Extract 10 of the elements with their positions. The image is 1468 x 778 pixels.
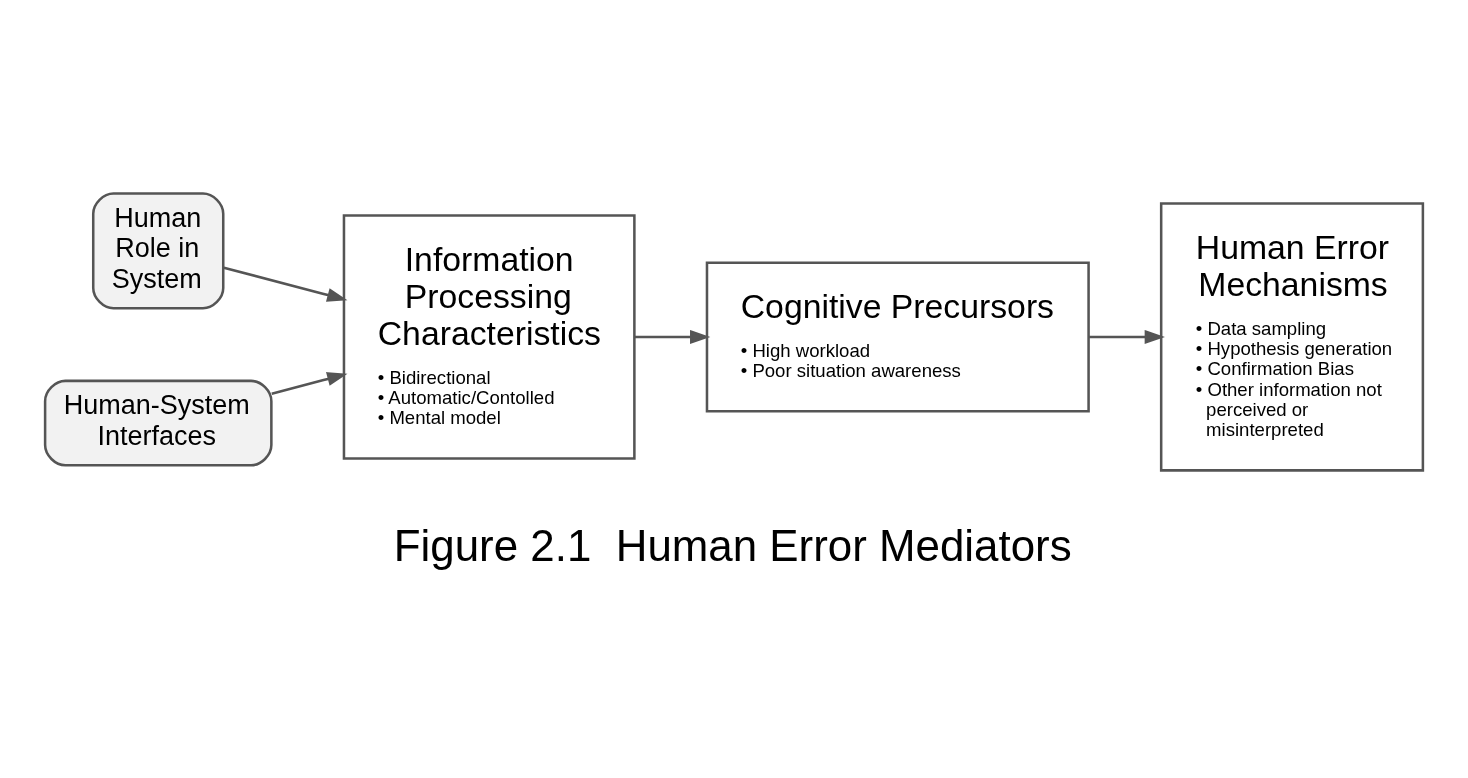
node-box: Human-System Interfaces	[43, 379, 273, 467]
node-box: Information Processing Characteristics • Bidirectional • Automatic/Contolled • Mental model	[342, 213, 636, 460]
arrow	[223, 265, 348, 302]
node-box: Cognitive Precursors • High workload • Poor situation awareness	[705, 260, 1090, 413]
node-box: Human Error Mechanisms • Data sampling • Hypothesis generation • Confirmation Bias • Other information not perceived or misinterpreted	[1159, 201, 1425, 472]
arrow	[1088, 329, 1165, 344]
arrow	[271, 371, 348, 395]
node-box: Human Role in System	[91, 191, 225, 310]
arrow	[634, 329, 711, 344]
diagram-title: Figure 2.1 Human Error Mediators	[393, 520, 1072, 570]
